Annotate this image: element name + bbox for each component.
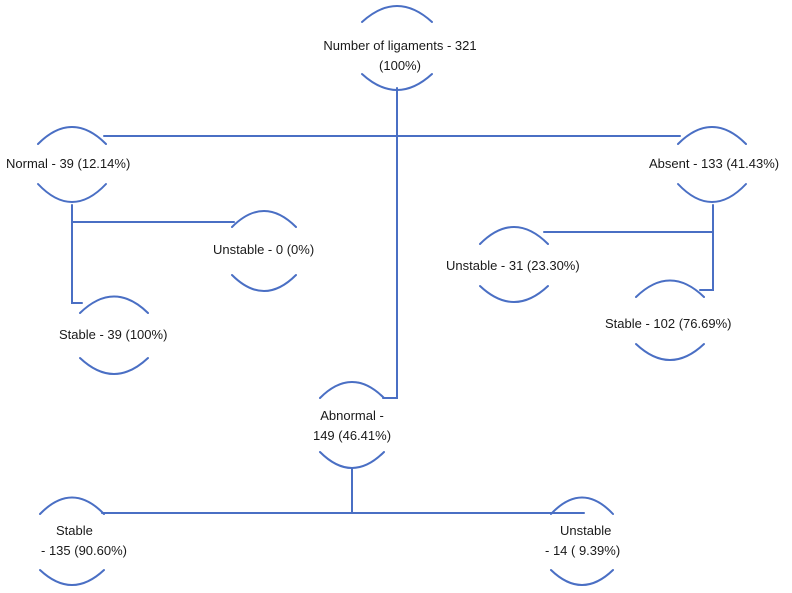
node-absent-stable: Stable - 102 (76.69%) bbox=[605, 316, 732, 331]
connector-to-abnormal bbox=[382, 135, 398, 399]
bracket-abnormal-top bbox=[319, 381, 385, 399]
bracket-abnormal-stable-top bbox=[39, 496, 105, 515]
connector-normal-down bbox=[71, 204, 83, 304]
connector-absent-down bbox=[699, 204, 714, 291]
node-normal: Normal - 39 (12.14%) bbox=[6, 156, 131, 171]
node-abnormal: Abnormal - 149 (46.41%) bbox=[292, 406, 412, 446]
node-abnormal-title: Abnormal - bbox=[320, 408, 384, 423]
bracket-abnormal-unstable-top bbox=[550, 496, 614, 515]
node-total-percent: (100%) bbox=[379, 58, 421, 73]
bracket-abnormal-stable-bottom bbox=[39, 569, 105, 586]
bracket-total-top bbox=[361, 5, 433, 23]
node-abnormal-stable-count: - 135 (90.60%) bbox=[41, 543, 127, 558]
bracket-absent-stable-bottom bbox=[635, 343, 705, 361]
node-abnormal-count: 149 (46.41%) bbox=[312, 428, 392, 443]
bracket-abnormal-bottom bbox=[319, 451, 385, 469]
node-absent-unstable: Unstable - 31 (23.30%) bbox=[446, 258, 580, 273]
bracket-absent-unstable-bottom bbox=[479, 285, 549, 303]
node-normal-stable: Stable - 39 (100%) bbox=[59, 327, 168, 342]
bracket-normal-top bbox=[37, 126, 107, 145]
bracket-absent-stable-top bbox=[635, 279, 705, 298]
bracket-absent-top bbox=[677, 126, 747, 145]
node-abnormal-unstable: Unstable - 14 ( 9.39%) bbox=[545, 521, 620, 561]
node-abnormal-stable-title: Stable bbox=[56, 523, 93, 538]
bracket-abnormal-unstable-bottom bbox=[550, 569, 614, 586]
node-absent: Absent - 133 (41.43%) bbox=[649, 156, 780, 171]
node-abnormal-unstable-title: Unstable bbox=[560, 523, 612, 538]
bracket-normal-bottom bbox=[37, 183, 107, 203]
bracket-normal-stable-bottom bbox=[79, 357, 149, 375]
node-abnormal-unstable-count: - 14 ( 9.39%) bbox=[545, 543, 621, 558]
node-abnormal-stable: Stable - 135 (90.60%) bbox=[41, 521, 127, 561]
node-normal-unstable: Unstable - 0 (0%) bbox=[213, 242, 315, 257]
bracket-normal-unstable-top bbox=[231, 210, 297, 228]
bracket-absent-bottom bbox=[677, 183, 747, 203]
bracket-normal-stable-top bbox=[79, 295, 149, 314]
node-total: Number of ligaments - 321 (100%) bbox=[300, 36, 500, 76]
bracket-absent-unstable-top bbox=[479, 226, 549, 245]
node-brackets bbox=[37, 5, 747, 586]
node-total-title: Number of ligaments - 321 bbox=[323, 38, 477, 53]
bracket-normal-unstable-bottom bbox=[231, 274, 297, 292]
connectors bbox=[71, 87, 714, 514]
